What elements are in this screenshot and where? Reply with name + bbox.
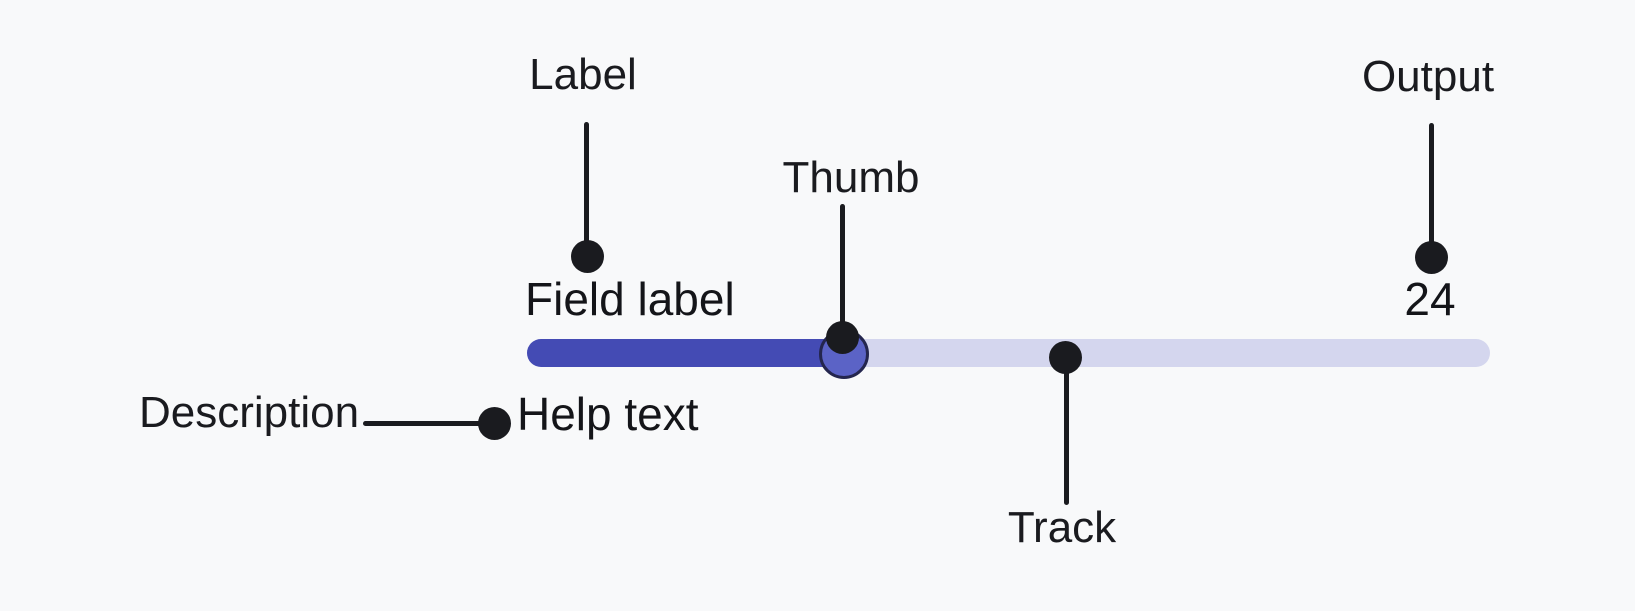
annotation-track-dot-icon: [1049, 341, 1082, 374]
annotation-output-text: Output: [1361, 52, 1495, 101]
annotation-output-dot-icon: [1415, 241, 1448, 274]
annotation-track-text: Track: [1007, 503, 1117, 552]
annotation-description-dot-icon: [478, 407, 511, 440]
annotation-thumb-leader-line: [840, 204, 845, 338]
slider-track-fill: [527, 339, 845, 367]
slider-field-label: Field label: [525, 273, 735, 325]
annotation-label-text: Label: [529, 50, 637, 99]
annotation-description-text: Description: [139, 388, 360, 437]
annotation-description-leader-line: [363, 421, 495, 426]
slider-help-text: Help text: [517, 388, 699, 440]
annotation-output-leader-line: [1429, 123, 1434, 258]
annotation-thumb-text: Thumb: [782, 153, 920, 202]
annotation-track-leader-line: [1064, 358, 1069, 505]
slider-output-value: 24: [1404, 273, 1456, 325]
annotation-thumb-dot-icon: [826, 321, 859, 354]
annotation-label-leader-line: [584, 122, 589, 257]
annotation-label-dot-icon: [571, 240, 604, 273]
slider-track[interactable]: [527, 339, 1490, 367]
